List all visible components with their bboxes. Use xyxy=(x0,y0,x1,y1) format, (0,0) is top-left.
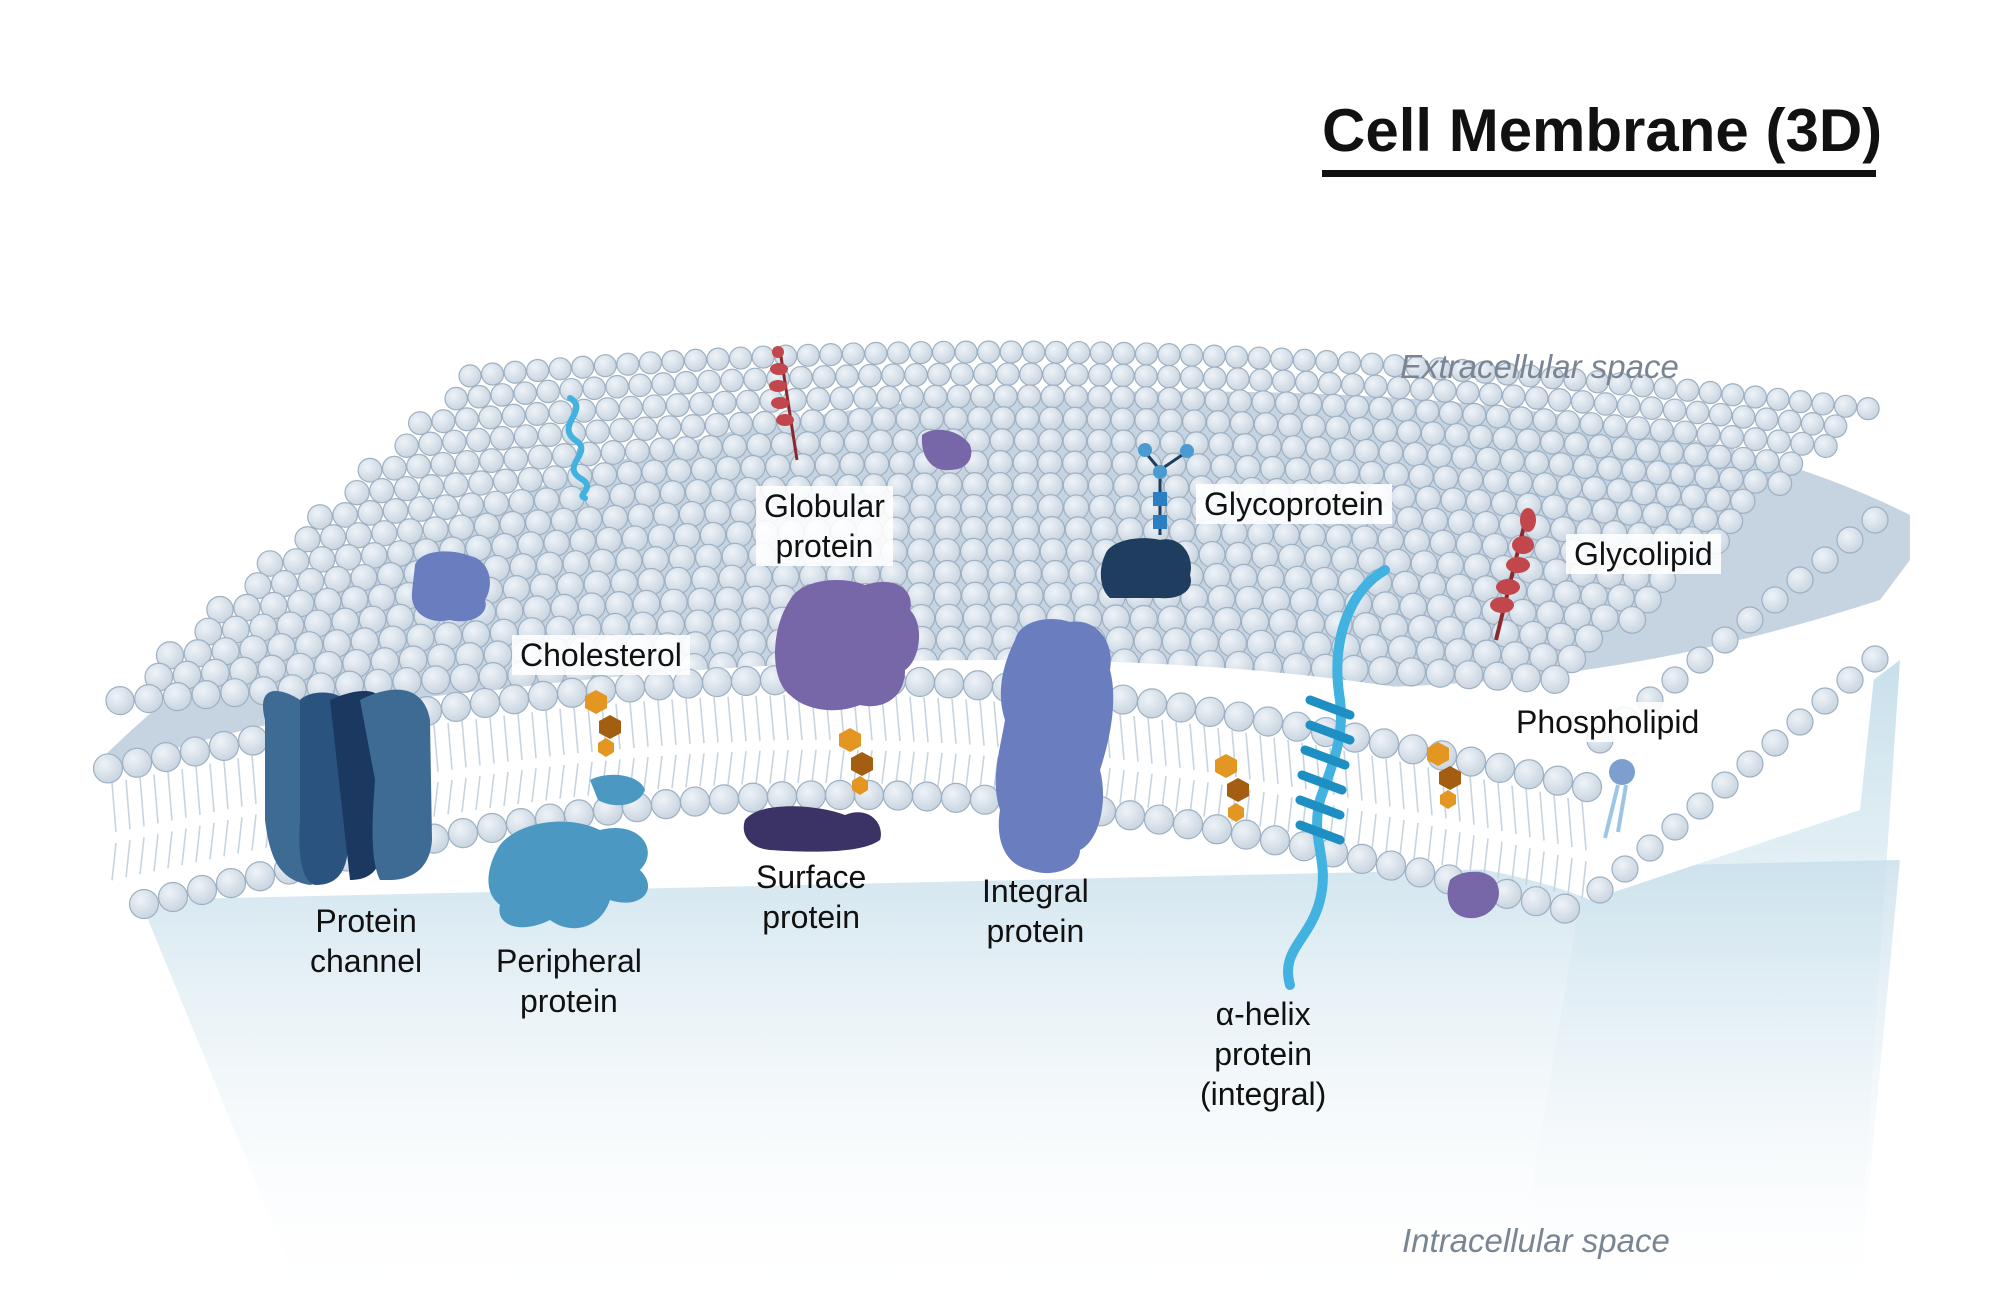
label-globular-protein: Globular protein xyxy=(756,486,893,566)
small-protein-left xyxy=(411,551,490,622)
protein-channel xyxy=(263,689,432,885)
glycolipid-upper xyxy=(769,346,799,461)
label-glycolipid: Glycolipid xyxy=(1566,534,1721,574)
title-underline xyxy=(1322,170,1876,177)
surface-protein xyxy=(743,806,881,852)
intracellular-space-label: Intracellular space xyxy=(1402,1222,1670,1259)
label-peripheral-protein: Peripheral protein xyxy=(496,943,642,1019)
label-alpha-helix-protein: α-helix protein (integral) xyxy=(1200,996,1327,1112)
glycolipid xyxy=(1490,508,1536,641)
peripheral-protein xyxy=(488,774,649,929)
globular-protein xyxy=(775,429,972,711)
label-cholesterol: Cholesterol xyxy=(512,635,690,675)
alpha-helix-protein xyxy=(1283,565,1390,990)
label-protein-channel: Protein channel xyxy=(310,903,423,979)
label-glycoprotein: Glycoprotein xyxy=(1196,484,1392,524)
glycoprotein xyxy=(1100,443,1194,599)
integral-protein xyxy=(995,619,1114,874)
cholesterol-molecules xyxy=(585,690,1461,822)
phospholipid-molecule xyxy=(1603,759,1635,839)
intracellular-region xyxy=(140,860,1900,1290)
helix-strand-upper xyxy=(565,395,590,501)
label-phospholipid: Phospholipid xyxy=(1508,702,1708,742)
label-integral-protein: Integral protein xyxy=(982,873,1089,949)
small-protein-right xyxy=(1447,871,1499,919)
label-surface-protein: Surface protein xyxy=(756,859,867,935)
extracellular-space-label: Extracellular space xyxy=(1400,348,1679,385)
page-title: Cell Membrane (3D) xyxy=(1322,97,1883,164)
